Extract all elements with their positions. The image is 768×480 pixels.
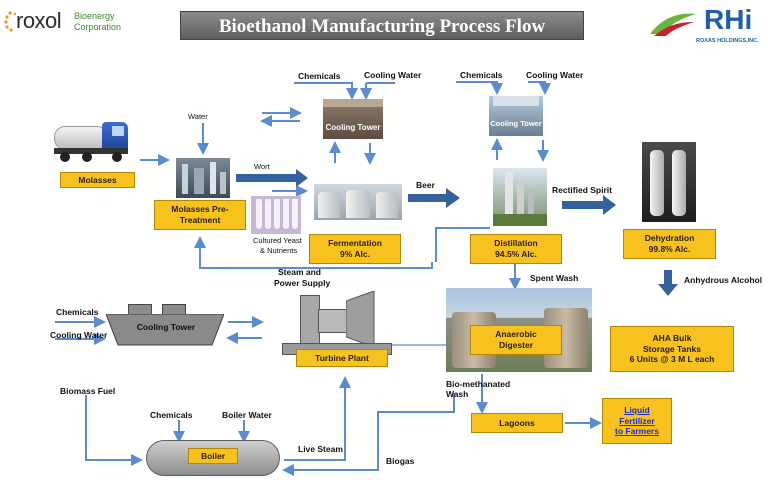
boiler-water-label: Boiler Water — [222, 410, 272, 420]
pretreatment-box: Molasses Pre- Treatment — [154, 200, 246, 230]
storage-line1: AHA Bulk — [652, 333, 692, 344]
anhydrous-alcohol-label: Anhydrous Alcohol — [684, 275, 763, 285]
biomass-fuel-label: Biomass Fuel — [60, 386, 116, 396]
chemicals-label-3: Chemicals — [56, 307, 99, 317]
steam-power-label-2: Power Supply — [274, 278, 331, 288]
cooling-tower-3-image: Cooling Tower — [106, 304, 224, 346]
cooling-water-label-1: Cooling Water — [364, 70, 422, 80]
cooling-tower-1-label: Cooling Tower — [325, 123, 381, 132]
turbine-box: Turbine Plant — [296, 349, 388, 367]
rhi-wordmark: RHi — [704, 4, 753, 35]
storage-box: AHA Bulk Storage Tanks 6 Units @ 3 M L e… — [610, 326, 734, 372]
rhi-subtitle: ROXAS HOLDINGS,INC. — [696, 38, 759, 44]
lagoons-box: Lagoons — [471, 413, 563, 433]
rhi-logo: RHi ROXAS HOLDINGS,INC. — [648, 4, 766, 48]
pretreatment-line2: Treatment — [179, 215, 221, 225]
molasses-label: Molasses — [78, 174, 117, 185]
boiler-label: Boiler — [200, 450, 226, 461]
digester-line2: Digester — [498, 340, 533, 350]
roxol-logo: roxol Bioenergy Corporation — [4, 6, 124, 38]
biomethanated-label-1: Bio-methanated — [446, 379, 511, 389]
distillation-line2: 94.5% Alc. — [495, 249, 537, 259]
yeast-test-tubes-image — [251, 196, 301, 234]
molasses-box: Molasses — [60, 172, 135, 188]
live-steam-label: Live Steam — [298, 444, 343, 454]
beer-label: Beer — [416, 180, 435, 190]
sun-icon — [4, 11, 17, 32]
biogas-label: Biogas — [386, 456, 415, 466]
turbine-label: Turbine Plant — [315, 352, 369, 363]
rectified-spirit-label: Rectified Spirit — [552, 185, 612, 195]
cooling-tower-3-label: Cooling Tower — [136, 322, 196, 332]
dehydration-box: Dehydration 99.8% Alc. — [623, 229, 716, 259]
dehydration-line2: 99.8% Alc. — [648, 244, 691, 254]
spent-wash-label: Spent Wash — [530, 273, 579, 283]
storage-line2: Storage Tanks — [643, 343, 701, 354]
chemicals-label-4: Chemicals — [150, 410, 193, 420]
yeast-label-1: Cultured Yeast — [253, 236, 302, 245]
steam-power-label-1: Steam and — [278, 267, 321, 277]
digester-line1: Anaerobic — [495, 329, 537, 340]
roxol-line1: Bioenergy — [74, 11, 115, 21]
fermentation-tanks-image — [314, 184, 402, 220]
turbine-image — [282, 291, 392, 355]
cooling-tower-1-image: Cooling Tower — [323, 99, 383, 139]
distillation-line1: Distillation — [494, 238, 538, 249]
distillation-box: Distillation 94.5% Alc. — [470, 234, 562, 264]
tanker-truck-icon — [52, 120, 132, 168]
yeast-label-2: & Nutrients — [260, 246, 298, 255]
fertilizer-link-line3[interactable]: to Farmers — [615, 426, 659, 437]
dehydration-line1: Dehydration — [644, 233, 695, 244]
fermentation-box: Fermentation 9% Alc. — [309, 234, 401, 264]
cooling-tower-2-image: Cooling Tower — [489, 96, 543, 136]
digester-box: Anaerobic Digester — [470, 325, 562, 355]
fermentation-line1: Fermentation — [328, 238, 382, 249]
fertilizer-link-line1[interactable]: Liquid — [624, 405, 650, 416]
roxol-wordmark: roxol — [16, 8, 62, 33]
fertilizer-link-line2[interactable]: Fertilizer — [619, 415, 655, 426]
page-title: Bioethanol Manufacturing Process Flow — [180, 11, 584, 40]
distillation-column-image — [493, 168, 547, 226]
boiler-box: Boiler — [188, 448, 238, 464]
fermentation-line2: 9% Alc. — [340, 249, 370, 259]
cooling-water-label-3: Cooling Water — [50, 330, 108, 340]
chemicals-label-1: Chemicals — [298, 71, 341, 81]
pretreatment-plant-image — [176, 158, 230, 198]
cooling-tower-2-label: Cooling Tower — [490, 119, 542, 129]
fertilizer-box[interactable]: Liquid Fertilizer to Farmers — [602, 398, 672, 444]
storage-line3: 6 Units @ 3 M L each — [629, 354, 715, 365]
water-label: Water — [188, 112, 208, 121]
wort-label: Wort — [254, 162, 270, 171]
leaf-swoosh-icon — [650, 13, 696, 36]
cooling-water-label-2: Cooling Water — [526, 70, 584, 80]
lagoons-label: Lagoons — [499, 417, 535, 428]
biomethanated-label-2: Wash — [446, 389, 469, 399]
pretreatment-line1: Molasses Pre- — [171, 204, 229, 215]
dehydration-columns-image — [642, 142, 696, 222]
chemicals-label-2: Chemicals — [460, 70, 503, 80]
roxol-line2: Corporation — [74, 22, 122, 32]
